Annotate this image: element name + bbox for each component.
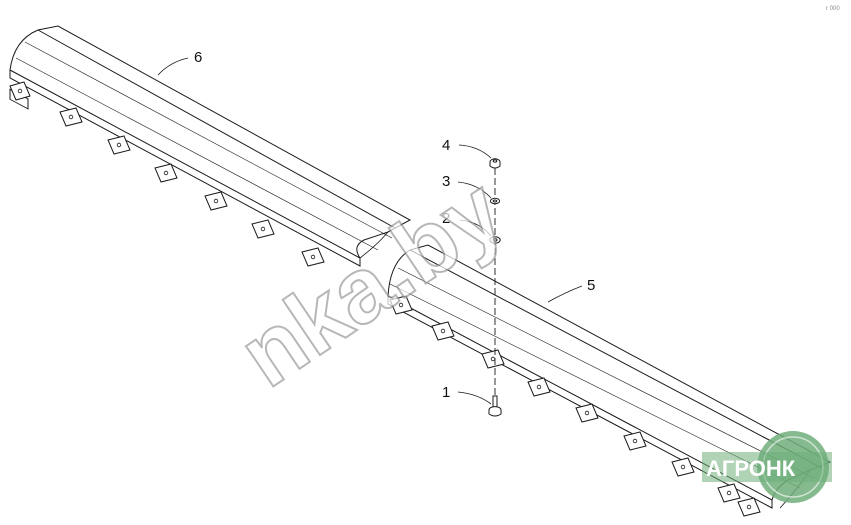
leader-line-1 (457, 391, 492, 405)
leader-line-3 (457, 181, 492, 199)
callout-5: 5 (587, 277, 595, 294)
leader-line-5 (547, 285, 583, 303)
tabs-row-part-6 (9, 81, 325, 267)
nut-part-4 (489, 158, 501, 169)
tabs-row-part-5 (389, 295, 761, 517)
flat-washer-part-2 (489, 236, 501, 244)
callout-1: 1 (442, 384, 450, 401)
callout-3: 3 (442, 173, 450, 190)
agronk-logo: АГРОНК (702, 431, 832, 503)
logo-text: АГРОНК (706, 456, 796, 481)
tab-holes-part-6 (17, 88, 316, 260)
callout-2: 2 (442, 210, 450, 227)
lock-washer-part-3 (489, 197, 501, 205)
callout-4: 4 (442, 137, 450, 154)
leader-line-4 (458, 144, 492, 159)
corner-note: r 000 (826, 6, 840, 12)
bolt-part-1 (488, 395, 502, 417)
tab-holes-part-5 (398, 302, 752, 510)
watermark-text: nka.by (222, 159, 521, 407)
callout-6: 6 (194, 49, 202, 66)
leader-line-2 (459, 219, 492, 237)
leader-line-6 (157, 57, 189, 76)
cover-part-5 (387, 244, 832, 509)
cover-part-6 (9, 25, 412, 267)
